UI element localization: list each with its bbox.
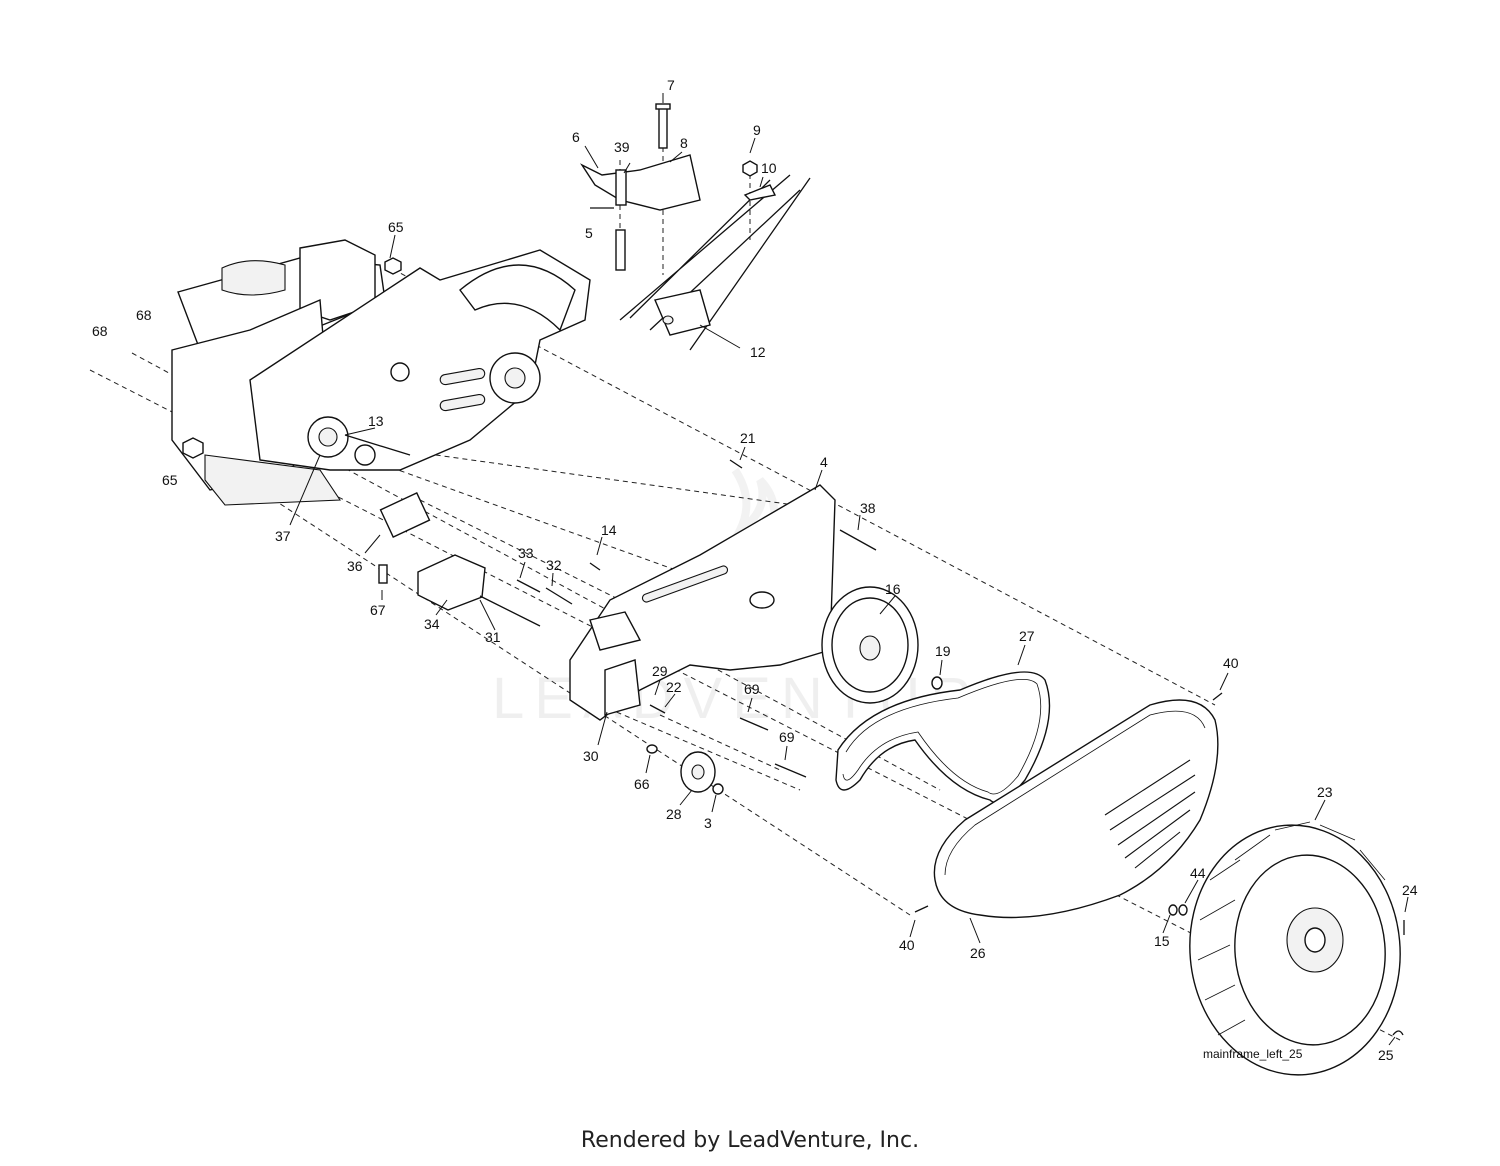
callout-label: 32	[546, 557, 562, 573]
callout-label: 3	[704, 815, 712, 831]
callout-label: 69	[744, 681, 760, 697]
leader-lines	[289, 93, 1409, 1046]
callout-label: 21	[740, 430, 756, 446]
callout-label: 28	[666, 806, 682, 822]
callout-label: 29	[652, 663, 668, 679]
callout-label: 25	[1378, 1047, 1394, 1063]
callout-label: 67	[370, 602, 386, 618]
left-cover-plate	[569, 484, 836, 721]
callout-label: 65	[162, 472, 178, 488]
drawing-reference: mainframe_left_25	[1203, 1047, 1303, 1061]
callout-label: 38	[860, 500, 876, 516]
callout-label: 16	[885, 581, 901, 597]
callout-label: 33	[518, 545, 534, 561]
engine-assembly	[171, 239, 591, 506]
callout-label: 13	[368, 413, 384, 429]
callout-label: 69	[779, 729, 795, 745]
callout-label: 39	[614, 139, 630, 155]
callout-label: 12	[750, 344, 766, 360]
callout-label: 7	[667, 77, 675, 93]
callout-label: 15	[1154, 933, 1170, 949]
callout-label: 14	[601, 522, 617, 538]
callout-label: 24	[1402, 882, 1418, 898]
callout-label: 44	[1190, 865, 1206, 881]
callout-label: 4	[820, 454, 828, 470]
hardware	[378, 459, 1405, 1036]
callout-label: 26	[970, 945, 986, 961]
callout-label: 6	[572, 129, 580, 145]
callout-label: 5	[585, 225, 593, 241]
callout-label: 8	[680, 135, 688, 151]
callout-label: 9	[753, 122, 761, 138]
callout-label: 23	[1317, 784, 1333, 800]
callout-label: 22	[666, 679, 682, 695]
callout-label: 36	[347, 558, 363, 574]
callout-label: 40	[1223, 655, 1239, 671]
callout-label: 40	[899, 937, 915, 953]
callout-label: 31	[485, 629, 501, 645]
footer-credit: Rendered by LeadVenture, Inc.	[580, 1128, 920, 1153]
callout-label: 19	[935, 643, 951, 659]
callout-label: 27	[1019, 628, 1035, 644]
wheel	[1168, 821, 1401, 1076]
belt-cover	[933, 699, 1219, 919]
callout-label: 34	[424, 616, 440, 632]
callouts: 7 6 39 8 9 10 5 65 68 68 12 13 65 21 4 3…	[92, 77, 1418, 1063]
callout-label: 66	[634, 776, 650, 792]
callout-label: 65	[388, 219, 404, 235]
callout-label: 68	[92, 323, 108, 339]
callout-label: 10	[761, 160, 777, 176]
callout-label: 68	[136, 307, 152, 323]
callout-label: 30	[583, 748, 599, 764]
upper-bracket-assembly	[580, 103, 811, 351]
callout-label: 37	[275, 528, 291, 544]
